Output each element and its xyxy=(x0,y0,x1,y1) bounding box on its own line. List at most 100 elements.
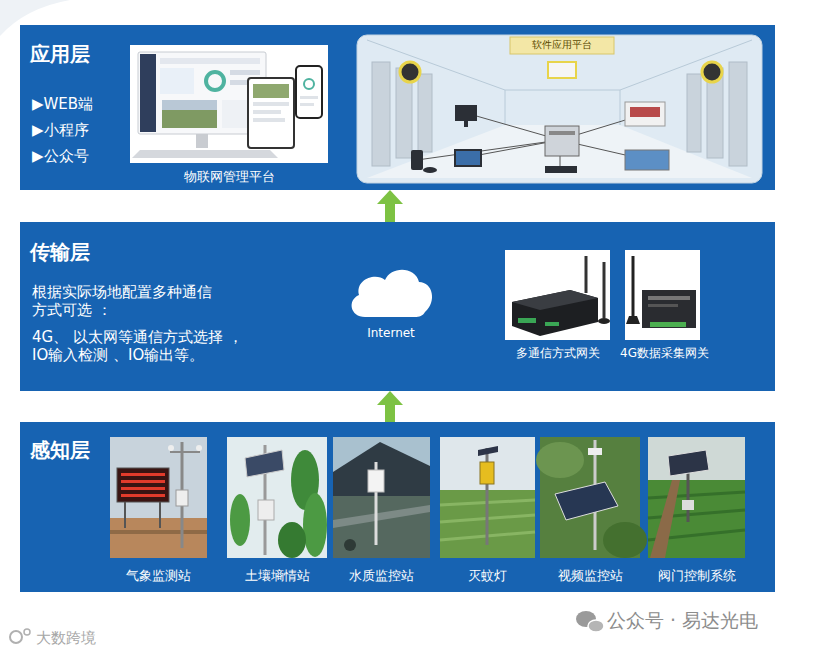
weather-station-photo xyxy=(124,502,126,528)
mosquito-lamp-photo xyxy=(440,437,535,558)
weather-station-photo xyxy=(121,494,165,497)
bullet-item: ▶小程序 xyxy=(32,121,89,140)
software-platform-illustration xyxy=(702,62,722,82)
weather-station-photo xyxy=(176,490,188,506)
soil-station-photo xyxy=(227,437,327,558)
valve-system-photo xyxy=(682,500,694,510)
layer-title: 传输层 xyxy=(30,240,90,265)
watermark-icon xyxy=(24,629,30,635)
water-station-photo xyxy=(333,437,430,558)
valve-system-photo xyxy=(648,437,745,558)
water-station-photo xyxy=(344,539,356,551)
gateway-photo xyxy=(648,296,690,300)
weather-station-photo xyxy=(170,451,200,453)
weather-station-photo xyxy=(110,437,207,558)
platform-screenshot xyxy=(138,52,266,134)
water-station-photo xyxy=(333,442,430,496)
software-platform-illustration xyxy=(687,74,701,152)
software-platform-illustration xyxy=(411,150,423,170)
gateway-photo xyxy=(632,256,635,318)
layer-arrow xyxy=(385,405,395,422)
platform-screenshot xyxy=(162,100,217,110)
platform-label: 软件应用平台 xyxy=(528,38,596,51)
caption: 水质监控站 xyxy=(349,568,414,584)
gateway-photo xyxy=(518,318,536,323)
layer-title: 应用层 xyxy=(30,42,90,67)
gateway-photo xyxy=(603,262,606,318)
gateway-photo xyxy=(505,250,610,340)
video-station-photo xyxy=(536,437,647,558)
caption: 视频监控站 xyxy=(558,568,623,584)
watermark-icon xyxy=(10,611,604,643)
software-platform-illustration xyxy=(417,113,647,169)
bullet-item: ▶WEB端 xyxy=(32,95,93,114)
water-station-photo xyxy=(333,496,430,558)
platform-screenshot xyxy=(196,134,208,148)
valve-system-photo xyxy=(668,450,709,476)
platform-screenshot xyxy=(253,110,281,114)
gateway-photo xyxy=(625,250,700,340)
mosquito-lamp-photo xyxy=(478,446,498,456)
mosquito-lamp-photo xyxy=(440,437,535,558)
bullet-item: ▶公众号 xyxy=(32,147,89,166)
weather-station-photo xyxy=(168,445,174,451)
watermark: 公众号 · 易达光电 xyxy=(607,608,758,633)
weather-station-photo xyxy=(110,437,207,558)
cloud-shape xyxy=(352,270,433,317)
gateway-photo xyxy=(585,256,588,293)
software-platform-illustration xyxy=(548,62,576,78)
software-platform-illustration xyxy=(357,35,762,183)
software-platform-illustration xyxy=(372,62,390,166)
weather-station-photo xyxy=(121,473,165,476)
soil-station-photo xyxy=(303,493,327,557)
gateway-photo xyxy=(625,250,700,340)
software-platform-illustration xyxy=(464,121,468,127)
water-station-photo xyxy=(333,437,430,558)
layer-arrow xyxy=(385,204,395,222)
software-platform-illustration xyxy=(423,167,437,173)
platform-screenshot xyxy=(160,58,260,64)
valve-system-photo xyxy=(687,470,690,522)
platform-screenshot xyxy=(248,78,294,148)
weather-station-photo xyxy=(121,487,165,490)
layer-title: 感知层 xyxy=(30,438,90,463)
watermark-icon xyxy=(588,620,604,632)
video-station-photo xyxy=(536,442,584,478)
soil-station-photo xyxy=(278,522,306,558)
soil-station-photo xyxy=(230,494,250,546)
caption: 4G数据采集网关 xyxy=(620,346,709,361)
soil-station-photo xyxy=(227,437,327,558)
water-station-photo xyxy=(368,470,384,492)
platform-screenshot xyxy=(130,45,328,163)
gateway-photo xyxy=(650,322,686,327)
weather-station-photo xyxy=(121,480,165,483)
gateway-photo xyxy=(545,322,559,326)
gateway-photo xyxy=(598,318,610,324)
platform-screenshot xyxy=(253,118,285,122)
watermark-icon xyxy=(10,631,22,643)
software-platform-illustration xyxy=(630,107,660,117)
platform-screenshot xyxy=(230,70,260,75)
software-platform-illustration xyxy=(418,74,432,152)
platform-screenshot xyxy=(132,150,278,158)
software-platform-illustration xyxy=(510,37,614,54)
software-platform-illustration xyxy=(400,62,420,82)
gateway-photo xyxy=(505,250,610,340)
valve-system-photo xyxy=(648,480,745,558)
caption: 多通信方式网关 xyxy=(516,346,600,361)
software-platform-illustration xyxy=(625,102,665,126)
weather-station-photo xyxy=(196,445,202,451)
platform-screenshot xyxy=(253,102,289,106)
caption: 灭蚊灯 xyxy=(468,568,507,584)
valve-system-photo xyxy=(650,480,680,558)
video-station-photo xyxy=(555,482,618,520)
mosquito-lamp-photo xyxy=(480,462,494,484)
platform-screenshot xyxy=(206,72,224,90)
platform-screenshot xyxy=(300,96,318,99)
weather-station-photo xyxy=(159,502,161,528)
platform-screenshot xyxy=(253,84,289,98)
video-station-photo xyxy=(588,448,602,455)
soil-station-photo xyxy=(258,500,274,520)
weather-station-photo xyxy=(110,530,207,534)
